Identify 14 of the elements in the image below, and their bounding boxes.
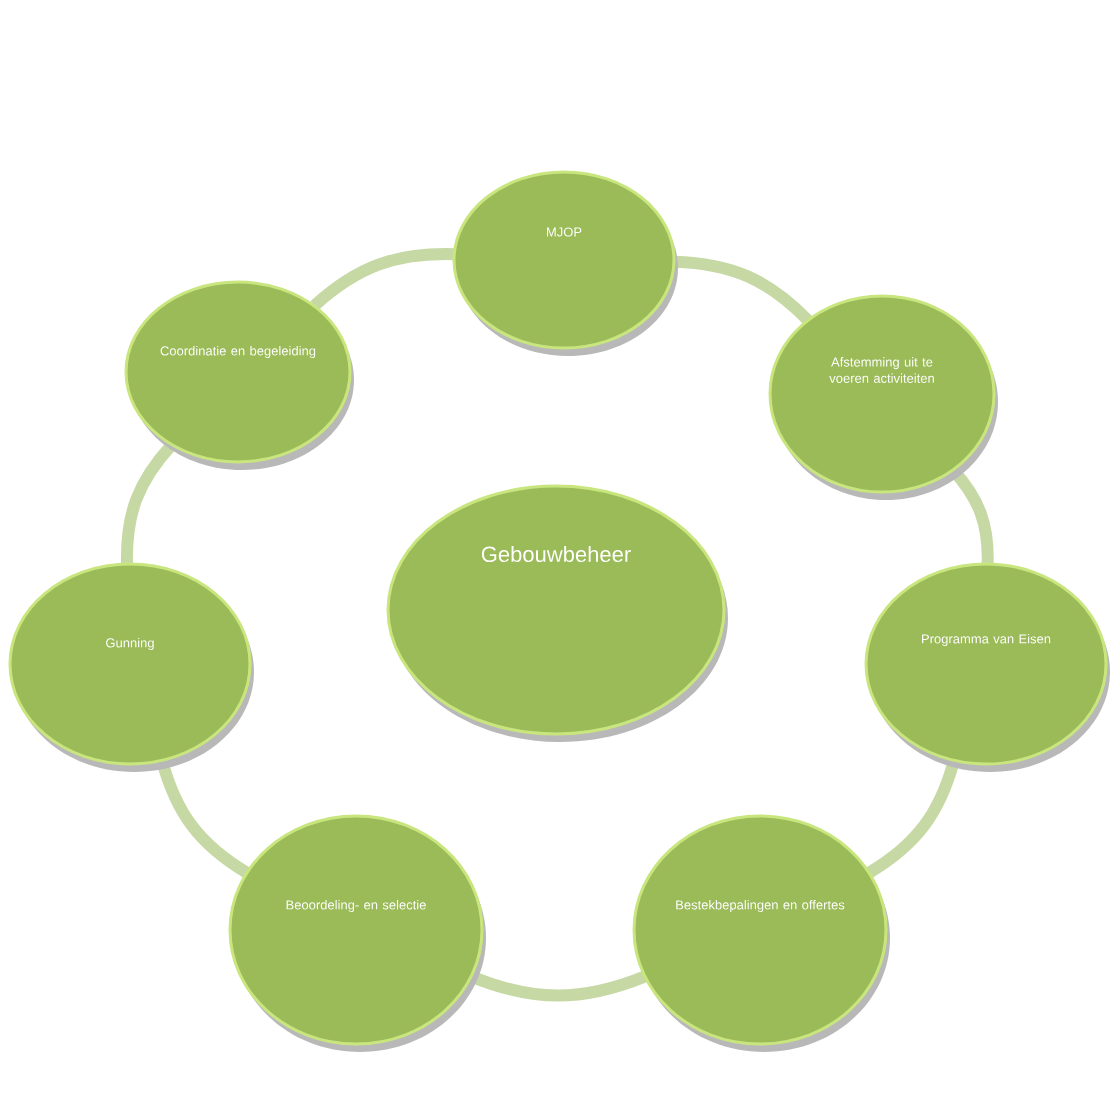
ring-segment — [469, 971, 647, 1002]
ring-segment — [121, 441, 177, 564]
step-circle — [228, 814, 486, 1052]
step-circle — [8, 562, 254, 772]
node-label: Gebouwbeheer — [481, 545, 631, 563]
ring-segment — [866, 759, 960, 878]
ring-segment — [310, 248, 454, 311]
center-circle — [386, 484, 728, 742]
step-circle — [452, 170, 678, 356]
step-circle — [124, 280, 354, 470]
step-circle — [632, 814, 890, 1052]
step-circle — [768, 294, 998, 500]
step-circle — [864, 562, 1110, 772]
ring-segment — [674, 255, 812, 325]
